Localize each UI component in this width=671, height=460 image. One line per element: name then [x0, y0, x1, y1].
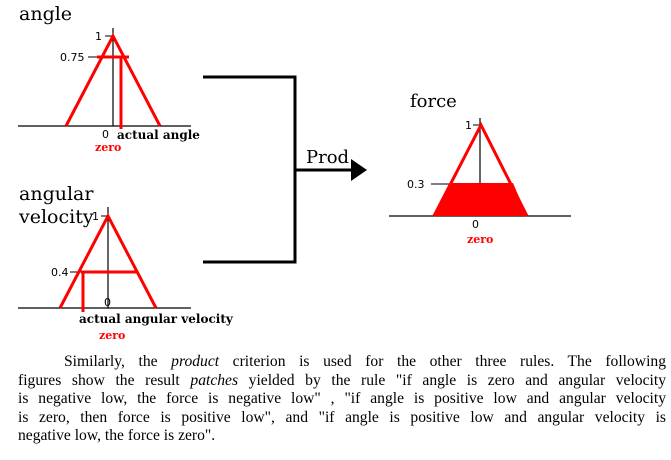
force-tick-label-1: 1	[465, 119, 472, 132]
force-result-patch	[434, 183, 527, 216]
angle-set-label: zero	[95, 141, 121, 154]
force-tick-label-03: 0.3	[407, 178, 425, 191]
combiner-bracket	[203, 75, 297, 264]
velocity-set-label: zero	[99, 329, 125, 342]
velocity-title-line2: velocity	[18, 206, 94, 228]
paragraph-line-5: negative low, the force is zero".	[18, 427, 216, 445]
angle-title: angle	[19, 3, 72, 25]
angle-panel: angle 1 0.75 0 actual angle zero	[18, 3, 200, 154]
velocity-membership-triangle	[58, 212, 158, 309]
paragraph-line-1a: Similarly, the	[64, 353, 172, 370]
force-tick-label-0: 0	[472, 218, 479, 231]
explanation-paragraph: Similarly, the product criterion is used…	[18, 353, 666, 446]
prod-combiner: Prod	[203, 75, 367, 264]
operator-label: Prod	[306, 147, 349, 168]
paragraph-line-2b: yielded by the rule "if angle is zero an…	[238, 371, 666, 389]
paragraph-line-1b: criterion is used for the other three ru…	[219, 353, 666, 370]
angle-tick-label-1: 1	[95, 30, 102, 43]
angle-tick-label-0: 0	[102, 128, 109, 141]
paragraph-emphasis-patches: patches	[190, 371, 239, 389]
paragraph-line-1: Similarly, the product criterion is used…	[18, 353, 666, 372]
velocity-panel: angular velocity 1 0.4 0 actual angular …	[18, 183, 234, 342]
force-set-label: zero	[467, 233, 493, 246]
force-title: force	[410, 91, 457, 112]
velocity-title-line1: angular	[19, 183, 94, 205]
velocity-axis-caption: actual angular velocity	[79, 312, 234, 326]
force-membership-triangle	[432, 121, 529, 217]
paragraph-line-2: figures show the result patches yielded …	[18, 372, 666, 391]
paragraph-line-3: is negative low, the force is negative l…	[18, 390, 666, 408]
angle-membership-triangle	[64, 32, 162, 127]
paragraph-line-2a: figures show the result	[18, 371, 191, 389]
fuzzy-product-diagram: angle 1 0.75 0 actual angle zero angular…	[18, 3, 571, 342]
paragraph-emphasis-product: product	[171, 353, 220, 370]
angle-tick-label-075: 0.75	[60, 51, 85, 64]
combiner-arrow-head	[351, 159, 367, 181]
force-panel: force 1 0.3 0 zero	[389, 91, 571, 246]
angle-axis-caption: actual angle	[117, 128, 200, 142]
velocity-tick-label-04: 0.4	[51, 266, 69, 279]
velocity-tick-label-1: 1	[92, 210, 99, 223]
velocity-tick-label-0: 0	[104, 296, 111, 309]
paragraph-line-4: is zero, then force is positive low", an…	[18, 408, 666, 426]
